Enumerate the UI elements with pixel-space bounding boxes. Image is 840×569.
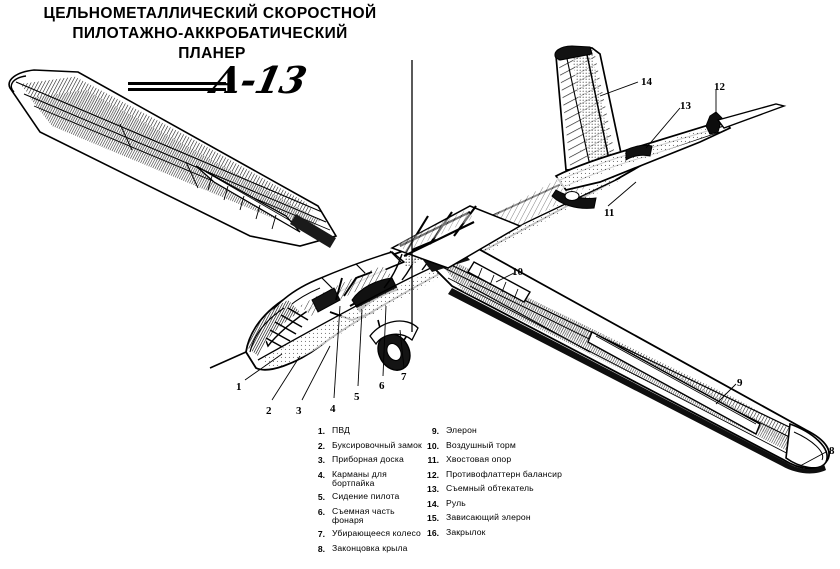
vertical-stabilizer [554,45,623,171]
airbrake-panel [467,261,531,303]
removable-fairing [625,144,653,161]
legend-item-15: 15. Зависающий элерон [422,512,600,524]
legend-label: Зависающий элерон [446,512,531,522]
title-underline-lower [128,88,226,91]
callout-leader-lines [244,81,827,467]
legend-label: Карманы для бортпайка [332,468,387,489]
legend-number: 12. [427,469,439,480]
legend-item-8: 8. Законцовка крыла [308,542,428,555]
callout-2: 2 [266,405,272,417]
legend-item-6: 6. Съемная часть фонаря [308,505,428,526]
legend-number: 7. [317,529,325,540]
callout-3: 3 [296,405,302,417]
callout-12: 12 [714,81,725,93]
legend-item-1: 1. ПВД [308,425,428,437]
legend-label: Противофлаттерн балансир [446,468,563,479]
legend-number: 13. [427,484,439,494]
legend-item-14: 14. Руль [422,497,600,510]
title-underline-upper [128,82,226,85]
callout-9: 9 [737,377,743,389]
legend-label: Съемный обтекатель [446,483,534,493]
callout-8: 8 [829,445,835,457]
callout-6: 6 [379,380,385,392]
legend-label: Хвостовая опор [446,454,512,464]
legend-item-11: 11. Хвостовая опор [422,454,600,466]
legend-item-4: 4. Карманы для бортпайка [308,468,428,489]
right-wing [416,241,830,474]
callout-4: 4 [330,403,336,415]
legend-label: Сидение пилота [332,491,400,502]
legend-number: 9. [431,426,439,436]
legend-number: 10. [427,440,439,451]
callout-7: 7 [401,371,407,383]
callout-5: 5 [354,391,360,403]
legend-item-3: 3. Приборная доска [308,454,428,466]
callout-11: 11 [604,207,615,219]
legend-label: Руль [446,497,466,508]
callout-1: 1 [236,381,242,393]
legend-item-7: 7. Убирающееся колесо [308,529,428,540]
legend-label: Воздушный торм [446,439,516,450]
legend-number: 14. [427,498,439,509]
legend-label: Законцовка крыла [332,542,408,553]
legend-item-2: 2. Буксировочный замок [308,439,428,452]
legend-number: 3. [317,455,325,465]
title-line-3: ПЛАНЕР [178,45,246,62]
legend-label: Съемная часть фонаря [332,505,395,526]
retractable-wheel [377,319,413,371]
legend-number: 4. [317,469,325,480]
legend-number: 15. [427,513,439,523]
horizontal-stabilizer [551,103,787,209]
legend-item-10: 10. Воздушный торм [422,439,600,452]
callout-10: 10 [512,266,523,278]
legend-item-16: 16. Закрылок [422,526,600,539]
callout-13: 13 [680,100,691,112]
legend-label: Буксировочный замок [332,439,422,450]
anti-flutter-balance [705,103,787,135]
legend-label: Убирающееся колесо [332,528,421,539]
legend: 1. ПВД 2. Буксировочный замок 3. Приборн… [300,425,600,569]
title-line-1: ЦЕЛЬНОМЕТАЛЛИЧЕСКИЙ СКОРОСТНОЙ [43,5,377,22]
legend-number: 5. [317,492,325,503]
legend-number: 1. [317,426,325,436]
legend-column-left: 1. ПВД 2. Буксировочный замок 3. Приборн… [308,425,428,558]
nose-vents [265,307,309,349]
pitot-tube [209,351,247,369]
legend-item-12: 12. Противофлаттерн балансир [422,468,600,481]
legend-item-9: 9. Элерон [422,426,600,437]
left-wing [8,69,338,248]
legend-column-right: 9. Элерон 10. Воздушный торм 11. Хвостов… [422,426,600,542]
legend-label: Приборная доска [332,454,404,464]
callout-14: 14 [641,76,652,88]
aileron-panel [587,331,761,435]
legend-item-5: 5. Сидение пилота [308,492,428,503]
legend-number: 16. [427,527,439,538]
instrument-panel-shape [311,287,341,313]
legend-number: 11. [427,455,439,465]
legend-label: ПВД [332,425,350,435]
legend-number: 2. [317,440,325,451]
legend-number: 6. [317,506,325,517]
legend-item-13: 13. Съемный обтекатель [422,483,600,495]
legend-label: Закрылок [446,526,486,537]
title-line-2: ПИЛОТАЖНО-АККРОБАТИЧЕСКИЙ [72,25,348,42]
legend-number: 8. [317,543,325,554]
wing-center-section [390,60,522,332]
legend-label: Элерон [446,426,477,435]
title-block: ЦЕЛЬНОМЕТАЛЛИЧЕСКИЙ СКОРОСТНОЙ ПИЛОТАЖНО… [0,4,420,64]
